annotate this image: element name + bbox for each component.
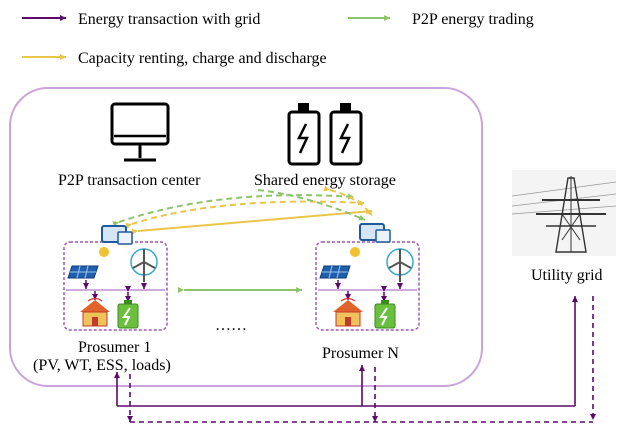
wind-turbine-icon	[386, 248, 414, 282]
house-icon	[333, 297, 363, 327]
cross-arrows	[112, 185, 373, 235]
legend-p2p-label: P2P energy trading	[412, 11, 534, 28]
transmission-tower-icon	[511, 170, 617, 256]
computer-icon	[101, 225, 133, 245]
shared-storage-label: Shared energy storage	[254, 172, 396, 189]
utility-grid-label: Utility grid	[531, 267, 603, 284]
legend: Energy transaction with grid P2P energy …	[22, 11, 534, 67]
computer-icon	[359, 223, 391, 243]
monitor-icon	[110, 102, 170, 162]
legend-capacity-label: Capacity renting, charge and discharge	[78, 50, 327, 67]
battery-charging-icon	[374, 300, 396, 329]
solar-panel-icon	[67, 247, 109, 279]
community-boundary	[9, 87, 483, 387]
grid-transaction-lines	[114, 296, 596, 423]
ellipsis: ……	[215, 317, 247, 334]
wind-turbine-icon	[130, 248, 158, 282]
house-icon	[80, 297, 110, 327]
prosumer-1-detail: (PV, WT, ESS, loads)	[33, 357, 171, 374]
battery-icon	[287, 103, 363, 166]
prosumer-1-label: Prosumer 1	[78, 339, 151, 356]
transaction-center-label: P2P transaction center	[58, 172, 201, 189]
solar-panel-icon	[319, 247, 360, 279]
prosumer-n-box	[315, 223, 420, 331]
prosumer-n-label: Prosumer N	[322, 345, 399, 362]
legend-grid-label: Energy transaction with grid	[78, 11, 260, 28]
prosumer-1-box	[63, 225, 168, 331]
battery-charging-icon	[117, 300, 139, 329]
